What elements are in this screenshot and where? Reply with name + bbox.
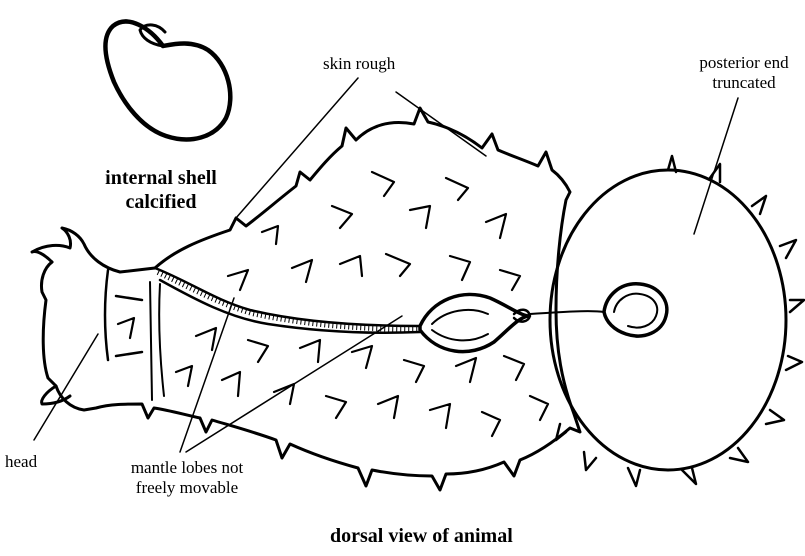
- leader-mantle-right: [186, 316, 402, 452]
- label-posterior-line1: posterior end: [686, 53, 802, 73]
- label-skin-rough: skin rough: [323, 54, 395, 74]
- figure-caption: dorsal view of animal: [330, 524, 513, 548]
- internal-shell-drawing: [105, 22, 230, 140]
- label-posterior-line2: truncated: [686, 73, 802, 93]
- label-internal-shell: internal shell calcified: [86, 166, 236, 214]
- label-mantle-lobes: mantle lobes not freely movable: [111, 458, 263, 498]
- label-head: head: [5, 452, 37, 472]
- leader-posterior-end: [694, 98, 738, 234]
- label-mantle-line2: freely movable: [111, 478, 263, 498]
- label-internal-shell-line1: internal shell: [86, 166, 236, 190]
- leader-lines: [34, 78, 738, 452]
- mantle-groove: [155, 268, 420, 333]
- posterior-disc: [550, 156, 804, 486]
- label-mantle-line1: mantle lobes not: [111, 458, 263, 478]
- label-posterior-end: posterior end truncated: [686, 53, 802, 93]
- label-internal-shell-line2: calcified: [86, 190, 236, 214]
- siphon-structure: [420, 294, 604, 351]
